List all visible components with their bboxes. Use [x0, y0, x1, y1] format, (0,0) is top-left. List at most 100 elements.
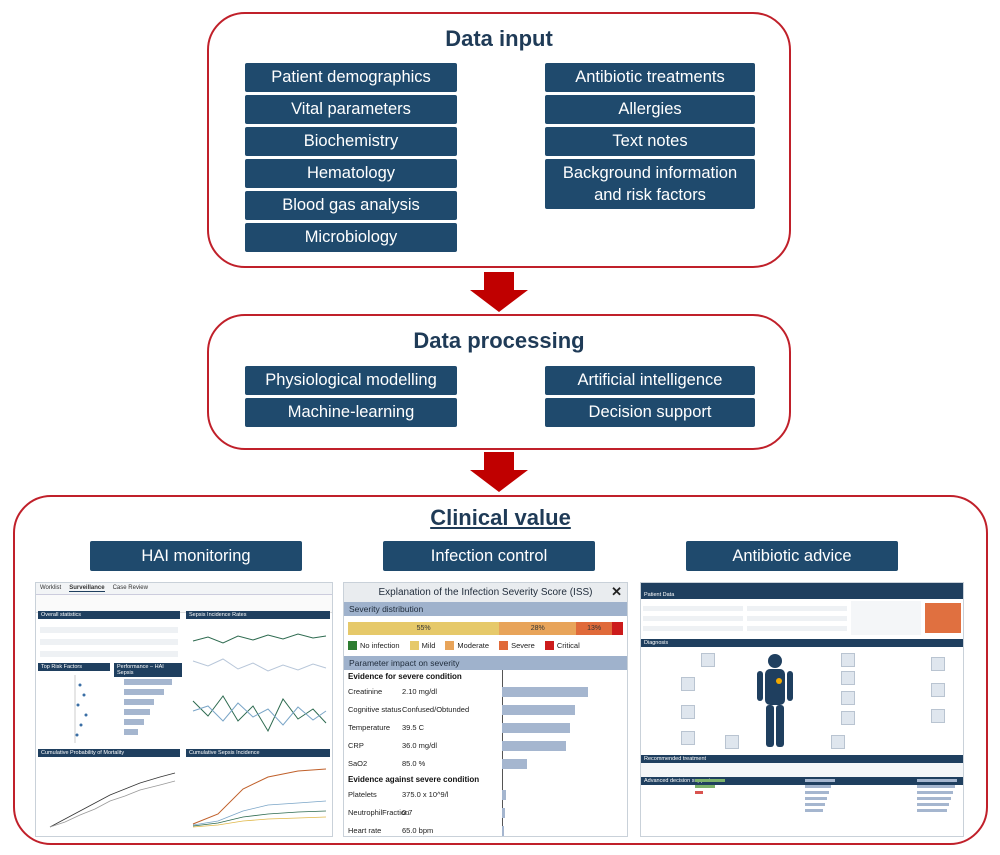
parameter-value: 2.10 mg/dl — [402, 687, 438, 696]
close-icon[interactable]: ✕ — [611, 584, 622, 599]
evidence-for-heading: Evidence for severe condition — [348, 672, 462, 681]
site-nervous-system[interactable] — [701, 653, 715, 667]
chip-microbiology: Microbiology — [245, 223, 457, 252]
overall-statistics-header: Overall statistics — [38, 611, 180, 619]
diagnosis-header: Diagnosis — [641, 639, 963, 647]
severity-distribution-bar: 55%28%13% — [348, 622, 623, 635]
site-lower-respiratory-tract[interactable] — [681, 677, 695, 691]
recommended-treatment-header: Recommended treatment — [641, 755, 963, 763]
chip-machine-learning: Machine-learning — [245, 398, 457, 427]
impact-bar — [502, 687, 588, 697]
decision-support-bars — [695, 779, 957, 812]
site-surgical-site[interactable] — [931, 657, 945, 671]
parameter-value: 375.0 x 10^9/l — [402, 790, 449, 799]
parameter-name: Heart rate — [348, 826, 382, 835]
antibiotic-advice-screenshot: Patient Data Diagnosis Recommended treat… — [640, 582, 964, 837]
clinical-value-title-text: Clinical value — [430, 505, 571, 530]
parameter-value: 39.5 C — [402, 723, 425, 732]
performance-bars — [124, 679, 172, 735]
advanced-decision-header: Advanced decision support — [641, 777, 963, 785]
chip-text-notes: Text notes — [545, 127, 755, 156]
impact-bar — [502, 808, 506, 818]
chip-biochemistry: Biochemistry — [245, 127, 457, 156]
legend-severe: Severe — [499, 641, 535, 650]
clinical-value-title: Clinical value — [15, 505, 986, 531]
impact-row: Temperature 39.5 C — [344, 719, 627, 737]
site-skin-and-soft-tissue[interactable] — [831, 735, 845, 749]
site-tropical-and-endemic[interactable] — [931, 683, 945, 697]
risk-factors-forest-plot — [74, 675, 88, 743]
impact-bar — [502, 723, 571, 733]
chip-blood-gas-analysis: Blood gas analysis — [245, 191, 457, 220]
performance-header: Performance – HAI Sepsis — [114, 663, 182, 677]
parameter-value: 85.0 % — [402, 759, 426, 768]
parameter-name: CRP — [348, 741, 364, 750]
site-unknown-source-primary[interactable] — [931, 709, 945, 723]
parameter-name: Creatinine — [348, 687, 383, 696]
chip-physiological-modelling: Physiological modelling — [245, 366, 457, 395]
legend-moderate: Moderate — [445, 641, 489, 650]
site-cardiovascular[interactable] — [841, 691, 855, 705]
chip-antibiotic-treatments: Antibiotic treatments — [545, 63, 755, 92]
cumulative-sepsis-curve — [192, 768, 327, 828]
site-abdominal-gi[interactable] — [841, 711, 855, 725]
impact-row: SaO2 85.0 % — [344, 755, 627, 773]
parameter-impact-heading: Parameter impact on severity — [344, 656, 627, 670]
chip-vital-parameters: Vital parameters — [245, 95, 457, 124]
data-processing-title: Data processing — [209, 328, 789, 354]
distribution-segment: 28% — [499, 622, 577, 635]
data-input-title: Data input — [445, 26, 553, 51]
distribution-segment: 55% — [348, 622, 500, 635]
impact-row: Creatinine 2.10 mg/dl — [344, 683, 627, 701]
sepsis-incidence-header: Sepsis Incidence Rates — [186, 611, 330, 619]
hai-dashboard-screenshot: Worklist Surveillance Case Review Overal… — [35, 582, 333, 837]
parameter-name: Temperature — [348, 723, 391, 732]
severity-indicator — [925, 603, 961, 633]
distribution-segment — [612, 622, 623, 635]
mortality-curve — [49, 772, 176, 828]
site-urinary-tract[interactable] — [681, 705, 695, 719]
legend-no-infection: No infection — [348, 641, 400, 650]
chip-allergies: Allergies — [545, 95, 755, 124]
stats-table — [40, 621, 178, 661]
severity-legend: No infection Mild Moderate Severe Critical — [344, 635, 627, 656]
infection-control-chip: Infection control — [383, 541, 595, 571]
impact-bar — [502, 741, 566, 751]
antibiotic-advice-chip: Antibiotic advice — [686, 541, 898, 571]
chip-decision-support: Decision support — [545, 398, 755, 427]
distribution-segment: 13% — [576, 622, 612, 635]
down-arrow-2 — [470, 452, 528, 492]
impact-bar — [502, 826, 505, 836]
parameter-name: SaO2 — [348, 759, 368, 768]
chip-background-information-and-risk-factors: Background information and risk factors — [545, 159, 755, 209]
parameter-name: Cognitive status — [348, 705, 402, 714]
tab-case-review[interactable]: Case Review — [112, 585, 148, 591]
chip-artificial-intelligence: Artificial intelligence — [545, 366, 755, 395]
parameter-name: NeutrophilFraction — [348, 808, 410, 817]
tab-worklist[interactable]: Worklist — [40, 585, 62, 591]
impact-row: Platelets 375.0 x 10^9/l — [344, 786, 627, 804]
site-ear-nose-throat[interactable] — [841, 671, 855, 685]
tab-surveillance[interactable]: Surveillance — [69, 585, 105, 592]
parameter-value: 0.7 — [402, 808, 413, 817]
severity-distribution-heading: Severity distribution — [344, 602, 627, 616]
impact-axis-line — [502, 670, 503, 836]
iss-explanation-panel: Explanation of the Infection Severity Sc… — [343, 582, 628, 837]
legend-mild: Mild — [409, 641, 435, 650]
parameter-name: Platelets — [348, 790, 377, 799]
impact-bar — [502, 759, 528, 769]
chip-patient-demographics: Patient demographics — [245, 63, 457, 92]
site-genital-sexually-transmitted[interactable] — [681, 731, 695, 745]
legend-critical: Critical — [544, 641, 580, 650]
site-ophthalmic[interactable] — [841, 653, 855, 667]
sepsis-incidence-chart — [188, 621, 330, 746]
cumulative-sepsis-header: Cumulative Sepsis Incidence — [186, 749, 330, 757]
site-bone-and-joints[interactable] — [725, 735, 739, 749]
hai-monitoring-chip: HAI monitoring — [90, 541, 302, 571]
iss-title: Explanation of the Infection Severity Sc… — [378, 587, 593, 598]
chip-hematology: Hematology — [245, 159, 457, 188]
